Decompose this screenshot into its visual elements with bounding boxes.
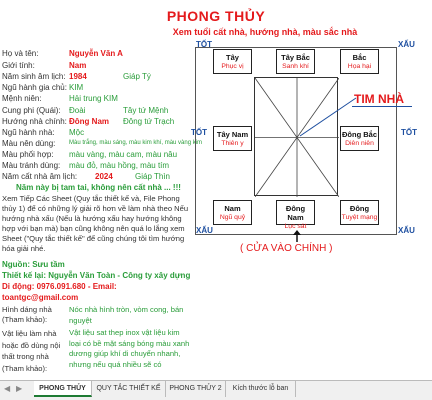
cell-nam[interactable]: Nam Ngũ quỷ — [213, 200, 252, 225]
ref-material-value: Vật liệu sat thep inox vật liệu kim loại… — [69, 328, 190, 369]
guide-paragraph: Xem Tiếp Các Sheet (Quy tắc thiết kế và,… — [2, 194, 189, 253]
credit-phone: Di động: 0976.091.680 - Email: — [2, 282, 117, 291]
tab-scroll-left-icon[interactable]: ◀ — [4, 384, 11, 393]
cell-tay-nam-name: Tây Nam — [216, 130, 249, 139]
huong-nha-value[interactable]: Đông Nam — [69, 117, 109, 126]
mau-tranh-dung-value: màu đỏ, màu hồng, màu tím — [69, 161, 170, 170]
ref-shape-value: Nóc nhà hình tròn, vòm cong, bán nguyệt — [69, 305, 184, 325]
sheet-tab-bar: ◀ ▶ PHONG THỦY QUY TẮC THIẾT KẾ PHONG TH… — [0, 380, 432, 400]
center-diagonals — [255, 78, 339, 197]
cell-tay-bac-star: Sanh khí — [282, 63, 309, 70]
tab-phong-thuy-2[interactable]: PHONG THỦY 2 — [166, 381, 226, 397]
menh-nien-value: Hải trung KIM — [69, 94, 118, 103]
corner-top-left: TỐT — [196, 40, 212, 49]
ngu-hanh-nha-label: Ngũ hành nhà: — [2, 128, 55, 137]
tab-kich-thuoc-lo-ban[interactable]: Kích thước lỗ ban — [226, 381, 296, 397]
ngu-hanh-gc-label: Ngũ hành gia chủ: — [2, 83, 67, 92]
cell-tay-nam-star: Thiên y — [221, 140, 244, 147]
cung-phi-value: Đoài — [69, 106, 86, 115]
mau-phoi-hop-label: Màu phối hợp: — [2, 150, 54, 159]
cell-nam-star: Ngũ quỷ — [219, 214, 246, 221]
corner-bottom-right: XẤU — [398, 226, 415, 235]
cung-phi-note: Tây tứ Mệnh — [123, 106, 169, 115]
nam-cat-nha-can-chi: Giáp Thìn — [135, 172, 170, 181]
tim-nha-label: TIM NHÀ — [354, 92, 404, 106]
cell-bac[interactable]: Bắc Họa hại — [340, 49, 379, 74]
cell-bac-star: Họa hại — [347, 63, 372, 70]
spreadsheet-area[interactable]: PHONG THỦY Xem tuổi cất nhà, hướng nhà, … — [0, 0, 432, 380]
huong-nha-note: Đông tứ Trạch — [123, 117, 175, 126]
credit-designer: Thiết kế lại: Nguyễn Văn Toàn - Công ty … — [2, 271, 191, 280]
cell-tay-name: Tây — [226, 53, 239, 62]
cell-dong[interactable]: Đông Tuyệt mạng — [340, 200, 379, 225]
cell-tay-star: Phục vị — [221, 63, 244, 70]
ref-shape-label: Hình dáng nhà (Tham khảo): — [2, 305, 52, 324]
page-subtitle: Xem tuổi cất nhà, hướng nhà, màu sắc nhà — [172, 27, 358, 37]
tab-phong-thuy[interactable]: PHONG THỦY — [34, 381, 92, 397]
cua-vao-chinh: ( CỬA VÀO CHÍNH ) — [240, 243, 333, 254]
mau-tranh-dung-label: Màu tránh dùng: — [2, 161, 61, 170]
cell-tay-bac-name: Tây Bắc — [281, 53, 310, 62]
ket-luan: Năm này bị tam tai, không nên cất nhà ..… — [16, 183, 181, 192]
huong-nha-label: Hướng nhà chính: — [2, 117, 67, 126]
cell-dong-nam-star: Lục sát — [284, 223, 307, 230]
cell-dong-bac-star: Diên niên — [345, 140, 374, 147]
nam-sinh-label: Năm sinh âm lịch: — [2, 72, 66, 81]
tab-scroll-right-icon[interactable]: ▶ — [16, 384, 23, 393]
ref-material-label: Vật liệu làm nhà hoặc đồ dùng nội thất t… — [2, 329, 61, 373]
nam-cat-nha-value[interactable]: 2024 — [95, 172, 113, 181]
ho-ten-value[interactable]: Nguyễn Văn A — [69, 49, 123, 58]
mau-phoi-hop-value: màu vàng, màu cam, màu nâu — [69, 150, 178, 159]
mau-nen-dung-label: Màu nên dùng: — [2, 139, 56, 148]
menh-nien-label: Mệnh niên: — [2, 94, 42, 103]
cell-tay-bac[interactable]: Tây Bắc Sanh khí — [276, 49, 315, 74]
ngu-hanh-gc-value: KIM — [69, 83, 84, 92]
cell-nam-name: Nam — [224, 204, 241, 213]
tim-nha-underline — [352, 106, 412, 107]
gioi-tinh-label: Giới tính: — [2, 61, 35, 70]
gioi-tinh-value[interactable]: Nam — [69, 61, 87, 70]
side-left: TỐT — [191, 128, 207, 137]
ho-ten-label: Họ và tên: — [2, 49, 39, 58]
page-title: PHONG THỦY — [166, 8, 266, 24]
cell-tay[interactable]: Tây Phục vị — [213, 49, 252, 74]
corner-bottom-left: XẤU — [196, 226, 213, 235]
cell-dong-nam-name: Đông Nam — [285, 204, 306, 222]
can-chi-value: Giáp Tý — [123, 72, 151, 81]
nam-sinh-value[interactable]: 1984 — [69, 72, 87, 81]
door-arrow-icon — [293, 230, 301, 242]
cell-dong-bac[interactable]: Đông Bắc Diên niên — [340, 126, 379, 151]
cell-dong-star: Tuyệt mạng — [341, 214, 378, 221]
credit-source: Nguồn: Sưu tầm — [2, 260, 65, 269]
cell-dong-bac-name: Đông Bắc — [341, 130, 377, 139]
tim-nha-pointer — [299, 97, 357, 137]
cell-bac-name: Bắc — [352, 53, 367, 62]
side-right: TỐT — [401, 128, 417, 137]
nam-cat-nha-label: Năm cất nhà âm lịch: — [2, 172, 78, 181]
mau-nen-dung-value: Màu trắng, màu sáng, màu kim khí, màu và… — [69, 140, 203, 146]
house-center — [254, 77, 339, 197]
cell-dong-nam[interactable]: Đông Nam Lục sát — [276, 200, 315, 230]
tab-quy-tac-thiet-ke[interactable]: QUY TẮC THIẾT KẾ — [92, 381, 166, 397]
corner-top-right: XẤU — [398, 40, 415, 49]
cung-phi-label: Cung phi (Quái): — [2, 106, 61, 115]
credit-email[interactable]: toantgc@gmail.com — [2, 293, 79, 302]
cell-dong-name: Đông — [349, 204, 370, 213]
cell-tay-nam[interactable]: Tây Nam Thiên y — [213, 126, 252, 151]
ngu-hanh-nha-value: Mộc — [69, 128, 85, 137]
